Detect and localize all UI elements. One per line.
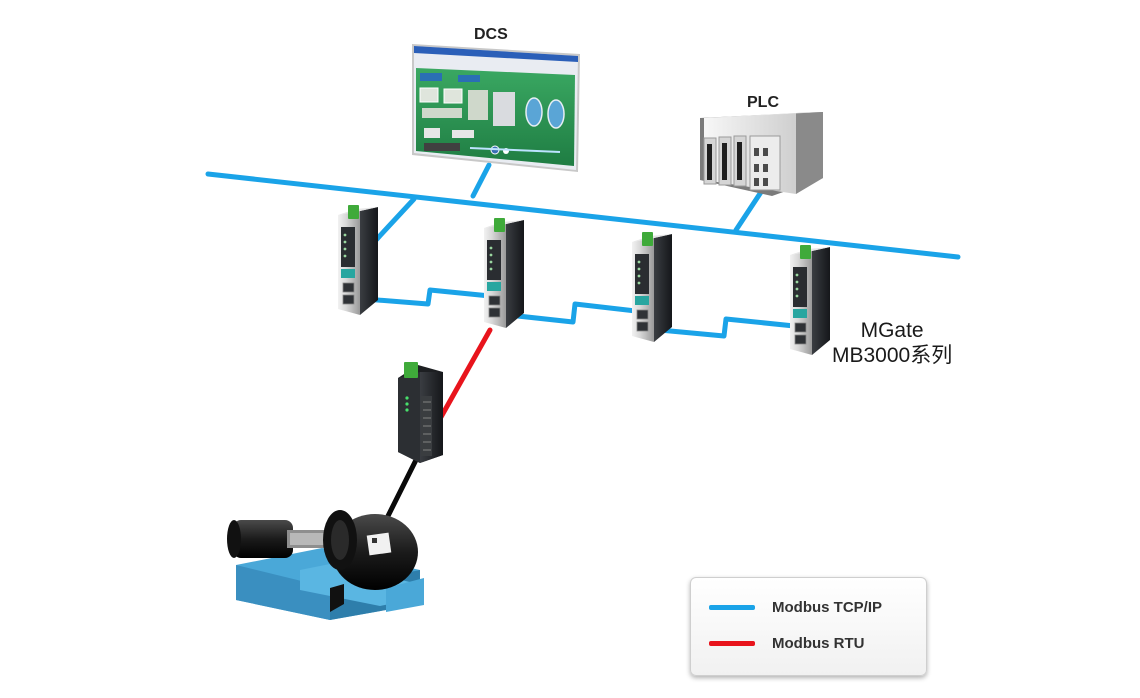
mgate-label-line1: MGate [860,319,924,342]
plc-label: PLC [747,94,779,111]
legend-label-tcp-ip: Modbus TCP/IP [772,599,882,616]
plc-rack-icon [700,112,823,196]
mgate-gateway-icon [632,232,672,342]
legend-swatch-rtu [709,641,755,646]
mgate-gateway-icon [338,205,378,315]
legend-label-rtu: Modbus RTU [772,635,865,652]
mgate-gateway-icon [484,218,524,328]
gateway-chain-link-3 [635,316,807,339]
dcs-workstation-icon [412,44,580,172]
gateway1-uplink [373,196,417,243]
legend-swatch-tcp-ip [709,605,755,610]
mgate-gateways [338,205,830,355]
ethernet-backbone [205,171,961,260]
remote-io-module-icon [398,362,443,463]
gateway-chain-link-1 [349,287,493,307]
legend: Modbus TCP/IP Modbus RTU [690,577,927,676]
dcs-label: DCS [474,26,508,43]
gateway-chain-link-2 [487,301,639,325]
legend-item-rtu: Modbus RTU [709,635,864,652]
dcs-uplink [470,162,492,199]
modbus-rtu-link [438,327,493,420]
mgate-gateway-icon [790,245,830,355]
mgate-label-line2: MB3000系列 [832,344,953,367]
legend-item-tcp-ip: Modbus TCP/IP [709,599,882,616]
mgate-series-label: MGate MB3000系列 [832,318,952,368]
tcp-ip-network-links [205,162,961,339]
motor-icon [227,510,424,620]
